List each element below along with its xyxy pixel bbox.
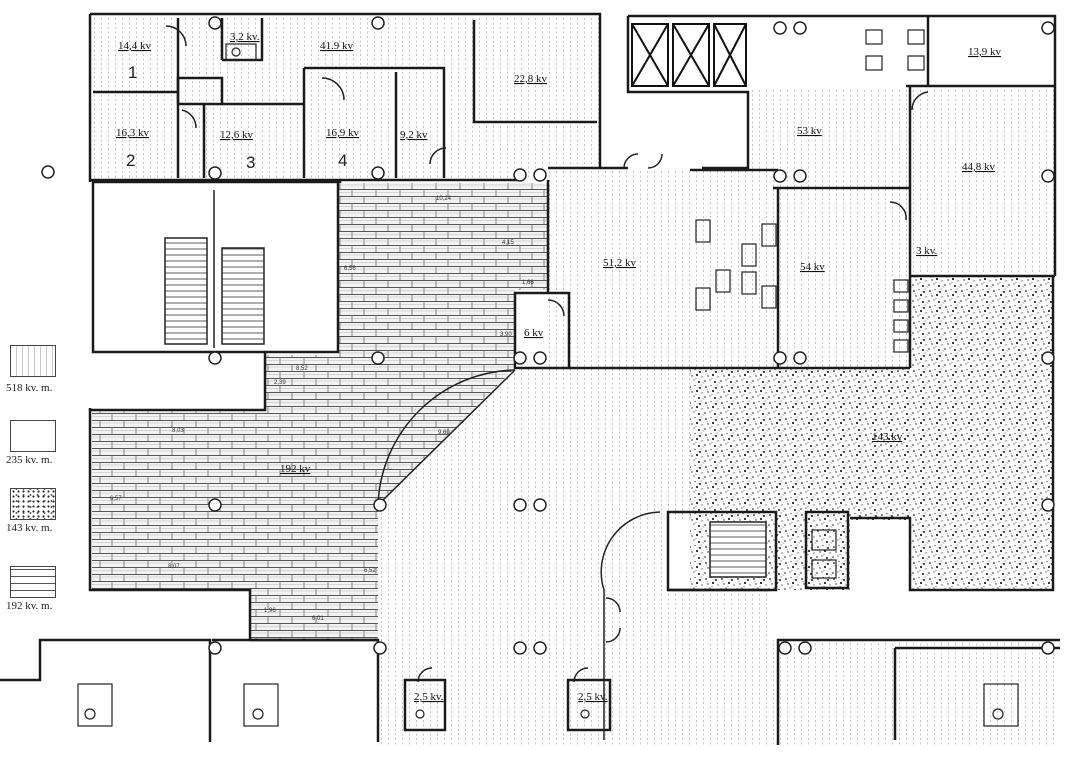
room-area-label: 2,5 kv. [578, 691, 608, 703]
legend-label: 143 kv. m. [6, 522, 53, 534]
toilet-fixtures [77, 29, 1019, 727]
room-area-label: 54 kv [800, 261, 825, 273]
room-number: 3 [246, 153, 255, 172]
dimension-label: 6,57 [110, 496, 122, 502]
room-number: 2 [126, 151, 135, 170]
dimension-label: 6,56 [344, 266, 356, 272]
dimension-label: 10,24 [436, 196, 452, 202]
dimension-label: 1,96 [264, 608, 276, 614]
room-area-label: 9,2 kv [400, 129, 428, 141]
room-area-label: 44,8 kv [962, 161, 996, 173]
legend-swatch-plain [10, 420, 56, 452]
dimension-label: 6,01 [312, 616, 324, 622]
room-area-label: 3,2 kv. [230, 31, 260, 43]
room-area-label: 2,5 kv. [414, 691, 444, 703]
room-area-label: 3 kv. [916, 245, 938, 257]
legend-swatch-grid [10, 345, 56, 377]
floor-fills [92, 16, 1060, 745]
elevator-shafts [631, 23, 747, 87]
room-area-label: 41.9 kv [320, 40, 354, 52]
dimension-label: 8,03 [172, 428, 184, 434]
doors [165, 25, 929, 740]
stairs [164, 190, 767, 578]
dimension-label: 4,15 [502, 240, 514, 246]
room-number: 4 [338, 151, 347, 170]
room-area-label: 13,9 kv [968, 46, 1002, 58]
dimension-label: 3,90 [500, 332, 512, 338]
room-area-label: 22,8 kv [514, 73, 548, 85]
dimension-label: 8,52 [296, 366, 308, 372]
dimension-label: 2,39 [274, 380, 286, 386]
room-area-label: 143 kv [872, 431, 903, 443]
dimension-label: 8,07 [168, 564, 180, 570]
room-area-label: 192 kv [280, 463, 311, 475]
dimension-labels: 10,24 4,15 6,56 1,66 3,90 8,52 2,39 8,03… [110, 196, 534, 622]
walls [0, 12, 1060, 745]
room-number: 1 [128, 63, 137, 82]
room-area-label: 16,3 kv [116, 127, 150, 139]
legend-swatch-speckle [10, 488, 56, 520]
columns [41, 16, 1055, 655]
room-area-label: 14,4 kv [118, 40, 152, 52]
legend-label: 235 kv. m. [6, 454, 53, 466]
room-labels: 14,4 kv 1 3,2 kv. 41.9 kv 22,8 kv 16,3 k… [116, 31, 1002, 703]
dimension-label: 6,52 [364, 568, 376, 574]
room-area-label: 6 kv [524, 327, 544, 339]
legend-label: 518 kv. m. [6, 382, 53, 394]
room-area-label: 16,9 kv [326, 127, 360, 139]
legend-swatch-brick [10, 566, 56, 598]
room-area-label: 51,2 kv [603, 257, 637, 269]
room-area-label: 12,6 kv [220, 129, 254, 141]
dimension-label: 1,66 [522, 280, 534, 286]
room-area-label: 53 kv [797, 125, 822, 137]
legend-label: 192 kv. m. [6, 600, 53, 612]
dimension-label: 9,60 [438, 430, 450, 436]
